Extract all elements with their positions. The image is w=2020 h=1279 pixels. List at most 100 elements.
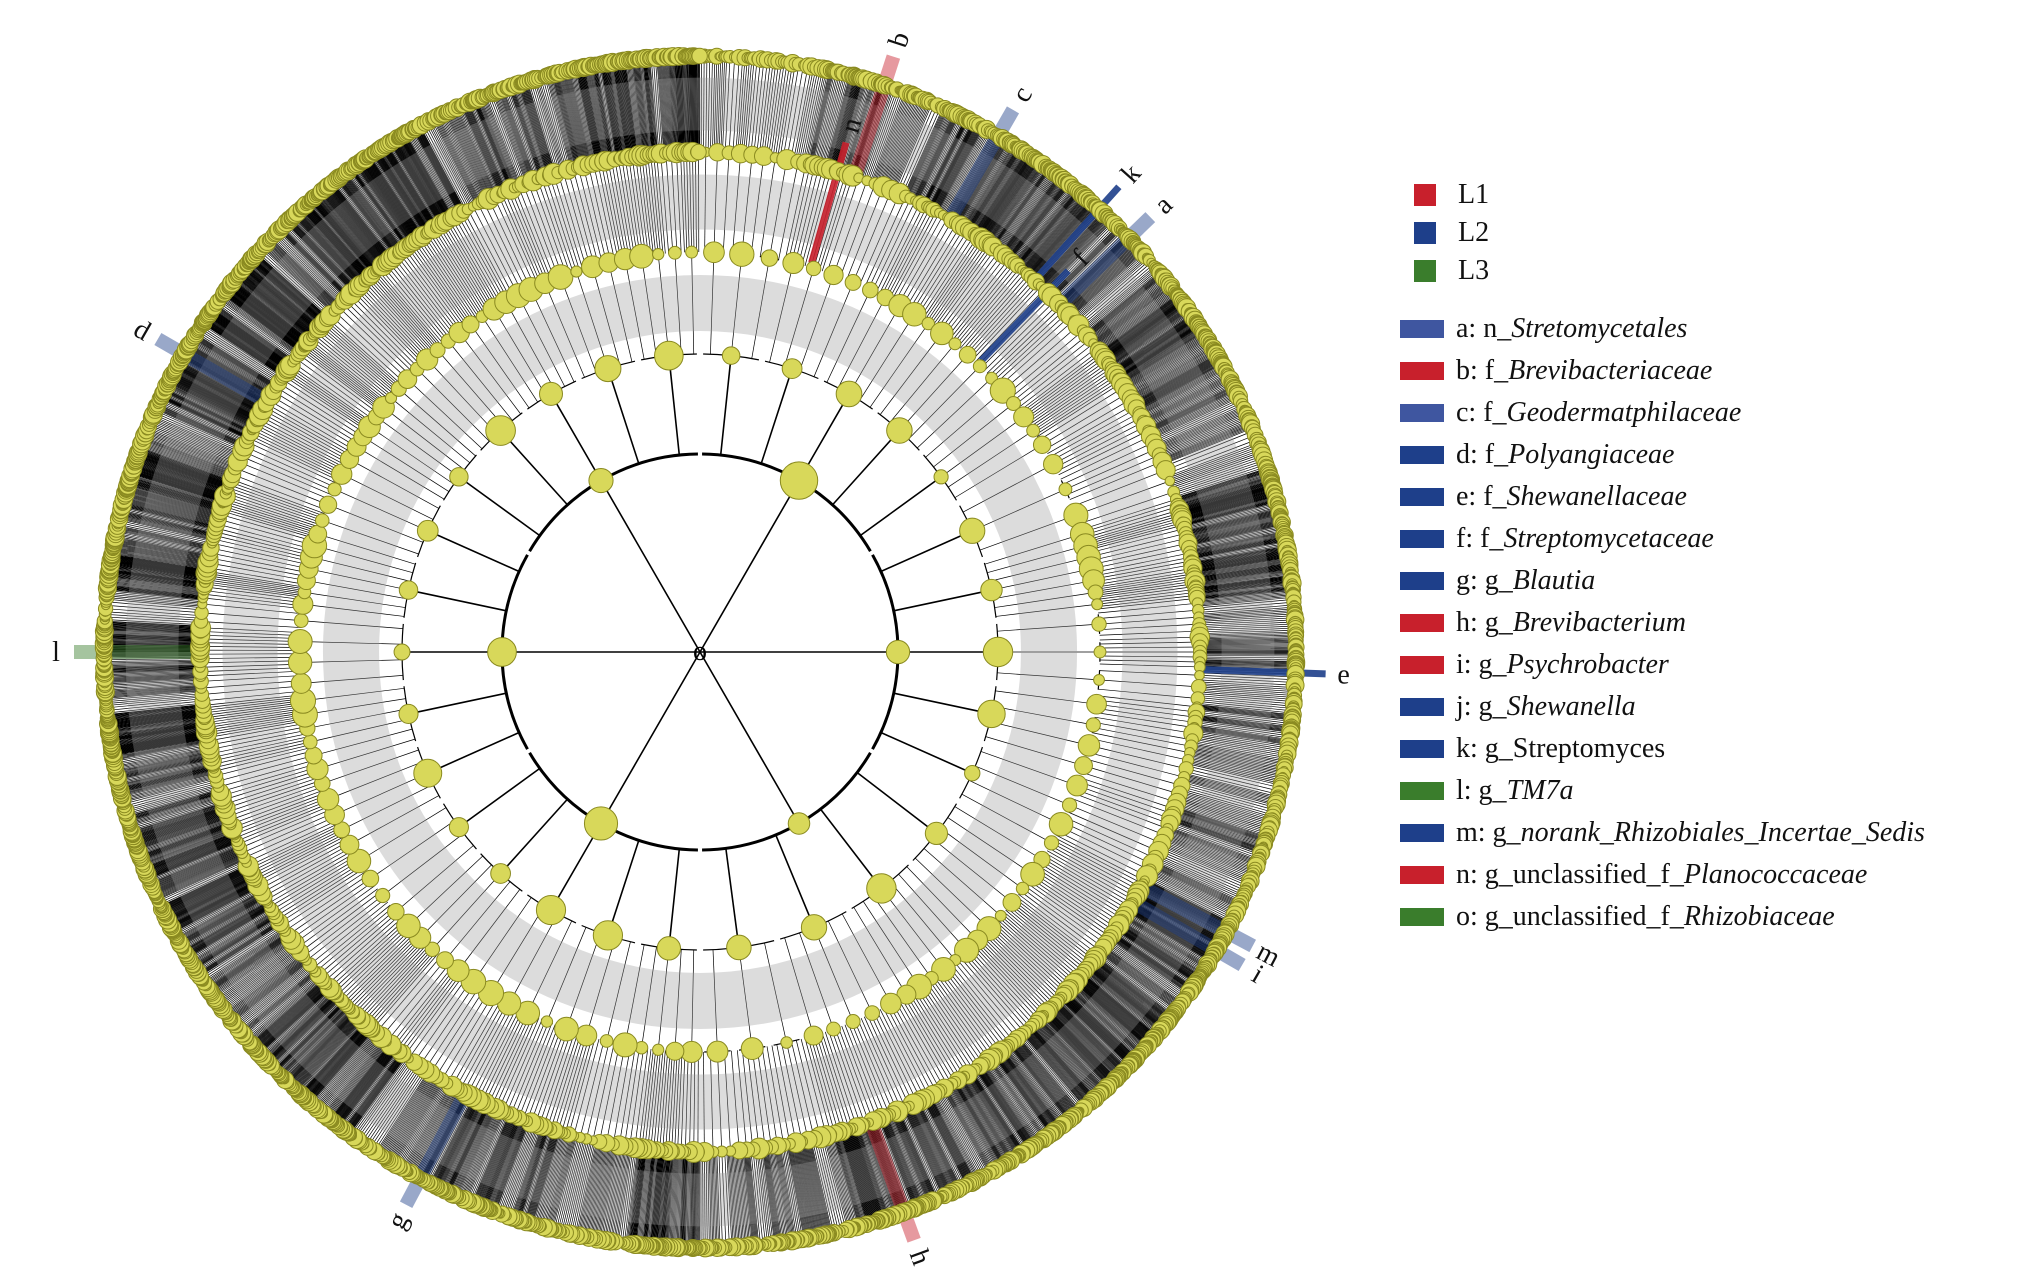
branch-line bbox=[988, 928, 1062, 999]
branch-line bbox=[458, 332, 521, 415]
branch-line bbox=[577, 166, 603, 265]
branch-line bbox=[223, 498, 320, 530]
branch-line bbox=[600, 651, 701, 824]
branch-line bbox=[200, 642, 301, 645]
branch-line bbox=[470, 324, 530, 409]
branch-line bbox=[257, 838, 347, 886]
branch-line bbox=[1002, 913, 1079, 980]
branch-line bbox=[1039, 862, 1125, 917]
branch-line bbox=[914, 229, 969, 315]
branch-line bbox=[273, 390, 359, 444]
branch-line bbox=[1011, 902, 1091, 966]
branch-line bbox=[398, 252, 460, 333]
branch-line bbox=[841, 1025, 878, 1120]
branch-line bbox=[543, 1031, 576, 1127]
branch-line bbox=[220, 510, 317, 540]
branch-line bbox=[1031, 875, 1115, 932]
branch-line bbox=[1048, 847, 1136, 898]
branch-line bbox=[306, 898, 386, 961]
branch-line bbox=[756, 1047, 772, 1147]
branch-line bbox=[393, 967, 456, 1048]
branch-line bbox=[381, 959, 446, 1038]
branch-line bbox=[1054, 837, 1144, 885]
branch-line bbox=[921, 984, 978, 1069]
branch-line bbox=[881, 206, 928, 296]
branch-line bbox=[993, 312, 1068, 381]
branch-line bbox=[1034, 377, 1119, 433]
branch-line bbox=[738, 947, 753, 1049]
branch-line bbox=[831, 1029, 866, 1125]
branch-line bbox=[225, 492, 321, 526]
branch-line bbox=[201, 685, 302, 695]
branch-line bbox=[1002, 325, 1079, 391]
branch-line bbox=[1069, 461, 1163, 500]
branch-line bbox=[354, 940, 424, 1014]
branch-line bbox=[987, 545, 1086, 574]
branch-line bbox=[430, 988, 485, 1074]
branch-line bbox=[1062, 821, 1153, 865]
branch-line bbox=[936, 974, 996, 1056]
branch-line bbox=[330, 315, 405, 383]
branch-line bbox=[447, 340, 513, 421]
branch-line bbox=[401, 972, 462, 1054]
branch-line bbox=[940, 970, 1002, 1052]
branch-line bbox=[671, 1051, 678, 1152]
branch-line bbox=[221, 505, 318, 536]
branch-line bbox=[647, 1049, 659, 1150]
branch-line bbox=[813, 927, 854, 1022]
branch-line bbox=[396, 969, 458, 1050]
branch-line bbox=[1097, 695, 1198, 708]
branch-line bbox=[674, 949, 682, 1052]
branch-line bbox=[915, 857, 990, 929]
branch-line bbox=[1058, 430, 1149, 476]
branch-line bbox=[223, 773, 320, 805]
branch-line bbox=[876, 1010, 922, 1101]
branch-line bbox=[827, 920, 873, 1014]
branch-line bbox=[1094, 716, 1194, 734]
branch-line bbox=[200, 670, 301, 677]
branch-line bbox=[334, 310, 408, 380]
branch-line bbox=[1024, 885, 1106, 945]
branch-line bbox=[931, 244, 991, 327]
branch-line bbox=[929, 242, 989, 326]
branch-line bbox=[856, 771, 937, 835]
branch-line bbox=[1098, 688, 1198, 699]
branch-line bbox=[233, 795, 327, 832]
branch-line bbox=[990, 926, 1064, 996]
branch-line bbox=[995, 690, 1097, 705]
branch-line bbox=[1026, 882, 1109, 941]
branch-line bbox=[868, 198, 911, 290]
branch-line bbox=[209, 729, 308, 750]
branch-line bbox=[204, 586, 304, 601]
branch-line bbox=[1089, 537, 1187, 562]
branch-line bbox=[992, 705, 1094, 726]
branch-line bbox=[1074, 793, 1168, 830]
branch-line bbox=[691, 949, 695, 1052]
branch-line bbox=[1084, 512, 1181, 542]
branch-line bbox=[916, 988, 972, 1073]
branch-line bbox=[1018, 893, 1099, 955]
branch-line bbox=[1042, 857, 1129, 911]
branch-line bbox=[989, 721, 1090, 746]
branch-line bbox=[1037, 865, 1123, 920]
branch-line bbox=[951, 263, 1015, 342]
branch-line bbox=[810, 1036, 839, 1133]
branch-line bbox=[607, 368, 640, 464]
branch-line bbox=[953, 265, 1018, 344]
branch-line bbox=[895, 1000, 945, 1089]
branch-line bbox=[881, 888, 944, 970]
branch-line bbox=[900, 997, 952, 1085]
branch-line bbox=[248, 437, 339, 481]
branch-line bbox=[985, 736, 1084, 766]
branch-line bbox=[784, 268, 814, 367]
branch-line bbox=[933, 976, 993, 1058]
branch-line bbox=[227, 487, 323, 521]
branch-line bbox=[1095, 708, 1196, 723]
branch-line bbox=[834, 1028, 870, 1123]
branch-line bbox=[798, 167, 824, 265]
branch-line bbox=[1088, 745, 1187, 770]
branch-line bbox=[979, 514, 1076, 551]
branch-line bbox=[376, 416, 460, 478]
branch-line bbox=[322, 520, 419, 555]
branch-line bbox=[457, 214, 507, 303]
